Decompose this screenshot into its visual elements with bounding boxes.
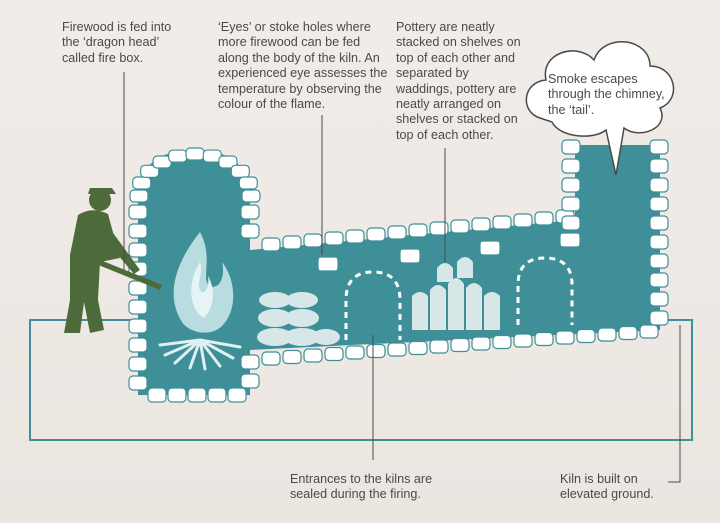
entrances-annotation: Entrances to the kilns are sealed during… [290, 472, 433, 502]
kiln-entrance [344, 256, 574, 340]
kiln-brick [261, 237, 281, 252]
kiln-brick [261, 351, 281, 366]
kiln-brick [324, 231, 344, 246]
kiln-brick [561, 215, 581, 231]
kiln-brick [303, 348, 323, 363]
stoke-hole [317, 256, 339, 272]
kiln-brick [167, 387, 187, 403]
stoke-hole [399, 248, 421, 264]
kiln-brick [128, 299, 148, 315]
stoke-holes-annotation: ‘Eyes’ or stoke holes where more firewoo… [218, 20, 388, 112]
kiln-brick [576, 328, 596, 344]
kiln-brick [187, 387, 207, 403]
kiln-brick [561, 139, 581, 155]
kiln-brick [649, 291, 669, 307]
kiln-brick [140, 164, 160, 178]
kiln-brick [240, 204, 260, 220]
kiln-brick [128, 375, 148, 391]
kiln-brick [492, 215, 512, 230]
kiln-brick [534, 211, 554, 226]
kiln-brick [450, 219, 470, 234]
kiln-brick [639, 324, 659, 339]
kiln-brick [408, 223, 428, 238]
kiln-brick [429, 339, 449, 354]
kiln-brick [147, 387, 167, 403]
kiln-brick [324, 346, 344, 362]
kiln-brick [207, 387, 227, 403]
worker-silhouette-icon [64, 188, 162, 333]
kiln-brick [128, 318, 148, 334]
kiln-brick [345, 345, 365, 360]
kiln-brick [128, 204, 148, 220]
kiln-brick [450, 337, 470, 353]
kiln-brick [128, 356, 148, 372]
kiln-brick [649, 215, 669, 231]
kiln-brick [128, 223, 148, 239]
kiln-brick [471, 336, 491, 351]
kiln-brick [240, 354, 260, 370]
kiln-brick [597, 327, 617, 342]
kiln-brick [561, 158, 581, 174]
kiln-brick [303, 233, 323, 248]
kiln-brick [492, 334, 512, 350]
kiln-brick [555, 330, 575, 345]
kiln-brick [408, 340, 428, 356]
stoke-hole [559, 232, 581, 248]
kiln-brick [513, 333, 533, 348]
kiln-brick [649, 272, 669, 288]
kiln-brick [240, 223, 260, 239]
pottery-icon [412, 257, 500, 330]
kiln-brick [649, 177, 669, 193]
kiln-brick [387, 225, 407, 240]
kiln-brick [649, 158, 669, 174]
kiln-brick [240, 373, 260, 389]
kiln-brick [128, 337, 148, 353]
leader-lines [123, 72, 681, 483]
stoke-hole [479, 240, 501, 256]
kiln-brick [561, 177, 581, 193]
pottery-icon [257, 292, 340, 346]
kiln-brick [366, 343, 386, 359]
kiln-brick [230, 164, 250, 178]
kiln-brick [185, 147, 205, 161]
firebox-annotation: Firewood is fed into the ‘dragon head’ c… [62, 20, 172, 65]
kiln-brick [241, 189, 261, 203]
kiln-brick [471, 217, 491, 232]
kiln-brick [618, 325, 638, 341]
kiln-brick [168, 149, 188, 163]
kiln-brick [513, 213, 533, 228]
kiln-brick [129, 189, 149, 203]
kiln-brick [649, 310, 669, 326]
kiln-brick [128, 242, 148, 258]
kiln-brick [649, 196, 669, 212]
kiln-brick [649, 234, 669, 250]
smoke-cloud-icon [525, 41, 675, 176]
kiln-bricks [128, 139, 669, 403]
kiln-brick [534, 331, 554, 347]
kiln-brick [561, 196, 581, 212]
kiln-body [138, 145, 660, 395]
kiln-brick [649, 253, 669, 269]
stoke-holes [317, 232, 581, 272]
kiln-brick [649, 139, 669, 155]
flame-icon [158, 232, 242, 371]
kiln-brick [429, 221, 449, 236]
kiln-brick [282, 235, 302, 250]
kiln-brick [387, 342, 407, 357]
ground-annotation: Kiln is built on elevated ground. [560, 472, 654, 502]
pottery-annotation: Pottery are neatly stacked on shelves on… [396, 20, 521, 142]
kiln-brick [132, 176, 152, 190]
kiln-brick [366, 227, 386, 242]
kiln-brick [345, 229, 365, 244]
chimney-annotation: Smoke escapes through the chimney, the ‘… [548, 72, 665, 117]
kiln-brick [218, 155, 238, 169]
kiln-brick [227, 387, 247, 403]
kiln-brick [238, 176, 258, 190]
kiln-brick [282, 349, 302, 365]
